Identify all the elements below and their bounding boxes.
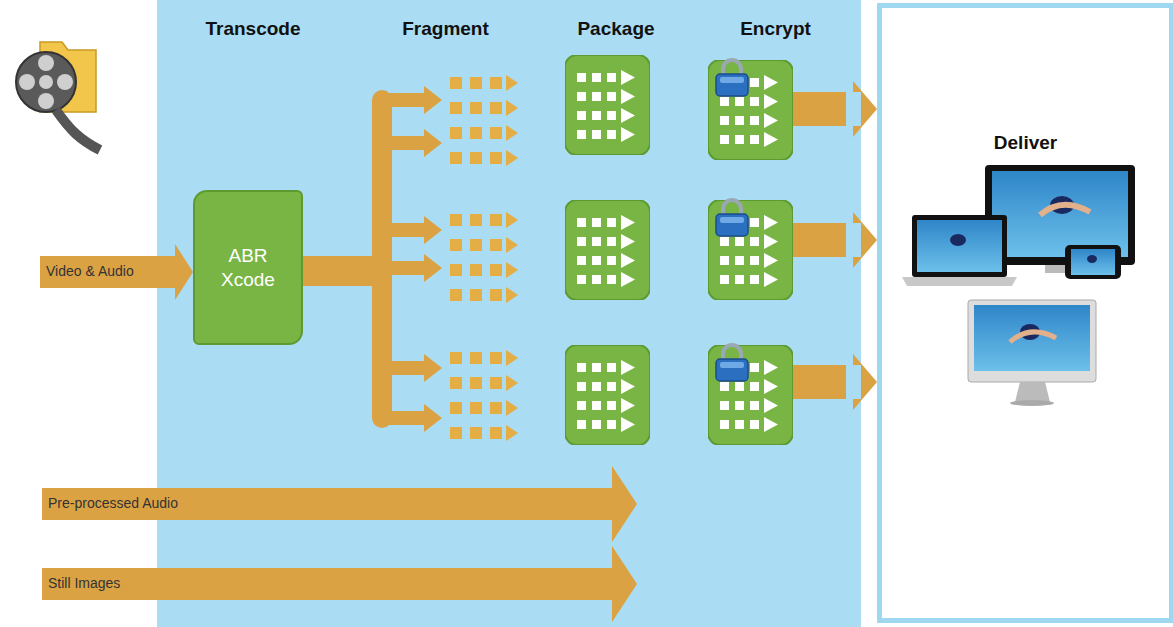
encrypt-icons — [708, 60, 793, 445]
fragment-icons — [450, 75, 518, 441]
stage-heading: Fragment — [348, 18, 543, 40]
stage-heading: Deliver — [882, 132, 1169, 154]
arrow-label: Still Images — [48, 575, 120, 591]
stage-band: TranscodeABR Xcode — [157, 0, 349, 627]
stage-heading: Encrypt — [690, 18, 861, 40]
bypass-arrow — [42, 546, 637, 622]
branch-arrows — [303, 100, 426, 418]
label-holder: Video & Audio — [46, 263, 134, 279]
flow-arrow — [853, 212, 877, 268]
label-holder: Pre-processed Audio — [48, 495, 178, 511]
arrow-label: Pre-processed Audio — [48, 495, 178, 511]
label-holder: Still Images — [48, 575, 120, 591]
branch-heads — [424, 86, 442, 432]
process-label: ABR Xcode — [221, 244, 275, 292]
flow-arrow — [853, 354, 877, 410]
bypass-arrow — [42, 466, 637, 542]
output-arrow-tail — [790, 92, 846, 399]
stage-heading: Transcode — [157, 18, 349, 40]
device-illustration — [902, 165, 1135, 406]
stage-heading: Package — [539, 18, 693, 40]
input-arrow — [40, 244, 193, 300]
flow-arrow — [853, 81, 877, 137]
process-box: ABR Xcode — [193, 190, 303, 345]
arrow-label: Video & Audio — [46, 263, 134, 279]
media-file-icon — [16, 42, 100, 150]
package-icons — [565, 55, 650, 445]
